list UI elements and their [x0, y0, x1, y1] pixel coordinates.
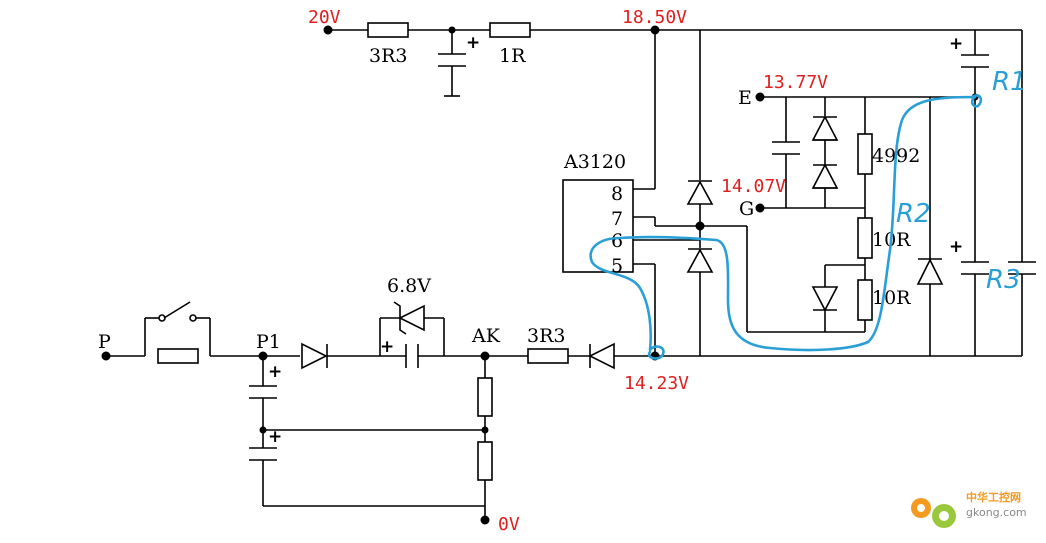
annotation-r1: R1	[992, 67, 1027, 97]
pin-6: 6	[611, 230, 623, 252]
svg-text:+: +	[949, 237, 963, 257]
svg-text:+: +	[268, 362, 282, 382]
annotation-r2: R2	[896, 199, 931, 229]
resistor-inrush	[157, 348, 199, 364]
voltage-0v: 0V	[498, 514, 520, 535]
label-3r3-top: 3R3	[369, 45, 407, 67]
resistor-3r3-top	[367, 22, 409, 38]
watermark-text-url: gkong.com	[966, 506, 1027, 519]
svg-text:+: +	[949, 34, 963, 54]
chip-a3120	[562, 30, 747, 356]
svg-text:+: +	[466, 33, 480, 53]
resistor-1r	[489, 22, 531, 38]
voltage-14v07: 14.07V	[721, 176, 786, 197]
label-3r3-bottom: 3R3	[527, 325, 565, 347]
resistor-divider-upper	[477, 377, 493, 417]
node-0v	[480, 515, 490, 525]
resistor-divider-lower	[477, 441, 493, 481]
bottom-network: + +	[249, 356, 493, 525]
resistor-10r-upper	[857, 217, 873, 259]
voltage-labels: 20V 18.50V 13.77V 14.07V 14.23V 0V	[308, 7, 828, 535]
voltage-14v23: 14.23V	[624, 373, 689, 394]
resistor-3r3-bottom	[527, 348, 569, 364]
voltage-18v50: 18.50V	[622, 7, 687, 28]
input-path: +	[101, 301, 700, 370]
label-node-p1: P1	[256, 331, 281, 353]
svg-text:+: +	[268, 427, 282, 447]
voltage-20v: 20V	[308, 7, 341, 28]
watermark: 中华工控网 gkong.com	[911, 490, 1027, 528]
label-node-g: G	[739, 198, 754, 220]
annotation-r3: R3	[986, 265, 1021, 295]
label-node-e: E	[738, 87, 752, 109]
svg-text:+: +	[380, 337, 394, 357]
resistor-10r-lower	[857, 279, 873, 321]
label-1r: 1R	[499, 45, 526, 67]
label-zener: 6.8V	[387, 275, 431, 297]
resistor-4992	[857, 133, 873, 175]
right-bank: + +	[700, 30, 1036, 357]
gate-network	[746, 92, 975, 333]
capacitor-supply: +	[438, 30, 480, 97]
label-node-p: P	[98, 331, 111, 353]
label-node-ak: AK	[471, 325, 501, 347]
chip-label: A3120	[563, 151, 626, 173]
pin-7: 7	[611, 208, 623, 230]
pin-8: 8	[611, 183, 623, 205]
watermark-text-cn: 中华工控网	[966, 490, 1021, 504]
voltage-13v77: 13.77V	[763, 72, 828, 93]
label-10r-lower: 10R	[872, 287, 911, 309]
diode-pair	[686, 30, 714, 356]
annotation-loop-path	[589, 94, 983, 360]
top-supply-rail	[323, 22, 1022, 38]
pin-5: 5	[611, 255, 623, 277]
hand-annotations: R1 R2 R3	[589, 67, 1027, 360]
